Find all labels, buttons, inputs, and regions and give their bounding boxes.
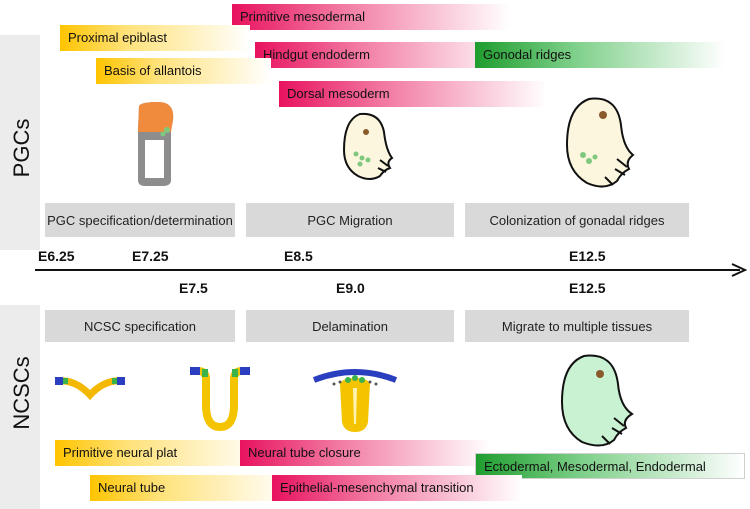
- ncsc-stage-delamination: Delamination: [246, 310, 454, 342]
- pgc-stage-migration-label: PGC Migration: [307, 212, 393, 228]
- tag-primitive-neural-plat: Primitive neural plat: [55, 440, 265, 466]
- ncsc-section-bar: [0, 305, 40, 509]
- ncsc-stage-specification-label: NCSC specification: [84, 318, 196, 334]
- ncsc-stage-migration-label: Migrate to multiple tissues: [501, 318, 653, 334]
- pgc-stage-colonization-label: Colonization of gonadal ridges: [489, 212, 665, 228]
- tag-basis-of-allantois: Basis of allantois: [96, 58, 271, 84]
- pgc-stage-migration: PGC Migration: [246, 203, 454, 237]
- time-e7-5: E7.5: [179, 280, 208, 296]
- tag-primitive-mesodermal: Primitive mesodermal: [232, 4, 510, 30]
- time-e9-0: E9.0: [336, 280, 365, 296]
- pgc-stage-specification-label: PGC specification/determination: [47, 212, 233, 228]
- tag-neural-tube-closure: Neural tube closure: [240, 440, 490, 466]
- ncsc-stage-migration: Migrate to multiple tissues: [465, 310, 689, 342]
- neural-plate-illustration: [55, 377, 125, 401]
- time-e6-25: E6.25: [38, 248, 75, 264]
- pgc-stage-specification: PGC specification/determination: [45, 203, 235, 237]
- ncsc-section-label: NCSCs: [9, 356, 34, 430]
- timeline-arrow: [35, 263, 748, 277]
- tag-gonodal-ridges: Gonodal ridges: [475, 42, 725, 68]
- pgc-stage-colonization: Colonization of gonadal ridges: [465, 203, 689, 237]
- tag-neural-tube: Neural tube: [90, 475, 290, 501]
- pgc-section-bar: [0, 35, 40, 250]
- embryo-e8-illustration: [342, 112, 394, 180]
- ncsc-stage-specification: NCSC specification: [45, 310, 235, 342]
- time-e7-25: E7.25: [132, 248, 169, 264]
- egg-cylinder-illustration: [138, 102, 174, 186]
- neural-tube-illustration: [312, 369, 398, 432]
- tag-germ-layers: Ectodermal, Mesodermal, Endodermal: [475, 453, 745, 479]
- embryo-e12-illustration: [565, 97, 635, 188]
- time-e8-5: E8.5: [284, 248, 313, 264]
- ncsc-stage-delamination-label: Delamination: [312, 318, 388, 334]
- tag-dorsal-mesoderm: Dorsal mesoderm: [279, 81, 547, 107]
- time-e12-5-bottom: E12.5: [569, 280, 606, 296]
- neural-fold-illustration: [190, 367, 250, 432]
- tag-emt: Epithelial-mesenchymal transition: [272, 475, 522, 501]
- tag-proximal-epiblast: Proximal epiblast: [60, 25, 250, 51]
- ncsc-embryo-illustration: [560, 354, 634, 447]
- time-e12-5-top: E12.5: [569, 248, 606, 264]
- pgc-section-label: PGCs: [9, 118, 34, 178]
- tag-hindgut-endoderm: Hindgut endoderm: [255, 42, 515, 68]
